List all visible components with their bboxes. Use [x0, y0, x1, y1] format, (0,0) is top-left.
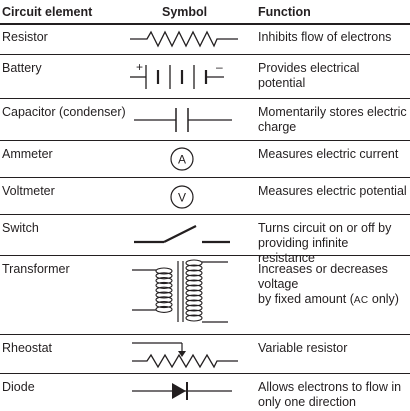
- coil-turn: [185, 309, 203, 317]
- element-function: Provides electrical potential: [258, 61, 408, 91]
- row-divider: [0, 214, 410, 215]
- coil-turn: [185, 294, 203, 302]
- function-line: Measures electric current: [258, 147, 399, 161]
- function-line: Inhibits flow of electrons: [258, 30, 392, 44]
- coil-turn: [185, 284, 203, 292]
- element-name: Switch: [2, 221, 39, 235]
- function-line: Allows electrons to flow in: [258, 380, 402, 394]
- element-name: Battery: [2, 61, 42, 75]
- function-text-tail: only): [368, 292, 399, 306]
- coil-turn: [155, 286, 173, 294]
- plus-sign: +: [136, 60, 143, 74]
- element-name: Rheostat: [2, 341, 53, 355]
- header-symbol: Symbol: [162, 5, 208, 19]
- rheostat-symbol-icon: [120, 335, 250, 373]
- coil-turn: [185, 304, 203, 312]
- resistor-symbol-icon: [120, 24, 250, 54]
- element-name: Resistor: [2, 30, 48, 44]
- ac-smallcaps: AC: [353, 295, 369, 306]
- row-divider: [0, 334, 410, 335]
- function-line: Momentarily stores electric: [258, 105, 407, 119]
- coil-turn: [185, 289, 203, 297]
- coil-turn: [155, 305, 173, 313]
- coil-turn: [185, 314, 203, 322]
- row-divider: [0, 177, 410, 178]
- table-row: Battery + – Provides electrical potentia…: [0, 55, 410, 98]
- table-row: Resistor Inhibits flow of electrons: [0, 24, 410, 54]
- coil-turn: [185, 259, 203, 267]
- ammeter-symbol-icon: A: [120, 141, 250, 177]
- function-line: providing infinite resistance: [258, 236, 349, 265]
- element-name: Diode: [2, 380, 35, 394]
- element-function: Measures electric potential: [258, 184, 408, 199]
- capacitor-symbol-icon: [120, 99, 250, 140]
- element-function: Allows electrons to flow in only one dir…: [258, 380, 408, 410]
- minus-sign: –: [216, 60, 223, 74]
- function-line: Provides electrical potential: [258, 61, 360, 90]
- element-function: Inhibits flow of electrons: [258, 30, 408, 45]
- coil-turn: [155, 267, 173, 275]
- function-line: Increases or decreases voltage: [258, 262, 388, 291]
- coil-turn: [155, 296, 173, 304]
- element-function: Variable resistor: [258, 341, 408, 356]
- function-line: Measures electric potential: [258, 184, 407, 198]
- row-divider: [0, 54, 410, 55]
- element-name: Transformer: [2, 262, 70, 276]
- switch-symbol-icon: [120, 215, 250, 255]
- coil-turn: [155, 272, 173, 280]
- transformer-symbol-icon: [120, 256, 250, 334]
- row-divider: [0, 373, 410, 374]
- coil-turn: [155, 281, 173, 289]
- function-line: only one direction: [258, 395, 356, 409]
- battery-symbol-icon: + –: [120, 55, 250, 98]
- element-name: Capacitor (condenser): [2, 105, 126, 119]
- voltmeter-letter: V: [178, 191, 186, 205]
- table-row: Voltmeter V Measures electric potential: [0, 178, 410, 214]
- coil-turn: [185, 269, 203, 277]
- coil-turn: [155, 277, 173, 285]
- function-line: Turns circuit on or off by: [258, 221, 392, 235]
- function-line: by fixed amount (AC only): [258, 292, 408, 308]
- element-function: Turns circuit on or off by providing inf…: [258, 221, 408, 266]
- row-divider: [0, 140, 410, 141]
- element-function: Increases or decreases voltage by fixed …: [258, 262, 408, 308]
- coil-turn: [155, 301, 173, 309]
- coil-turn: [185, 264, 203, 272]
- element-function: Measures electric current: [258, 147, 408, 162]
- coil-turn: [185, 274, 203, 282]
- table-header: Circuit element Symbol Function: [0, 0, 410, 24]
- header-divider: [0, 23, 410, 25]
- diode-symbol-icon: [120, 374, 250, 411]
- element-name: Voltmeter: [2, 184, 55, 198]
- table-row: Switch Turns circuit on or off by provid…: [0, 215, 410, 265]
- row-divider: [0, 255, 410, 256]
- ammeter-letter: A: [178, 153, 186, 167]
- function-line: charge: [258, 120, 297, 134]
- header-function: Function: [258, 5, 311, 19]
- function-line: Variable resistor: [258, 341, 348, 355]
- coil-turn: [185, 299, 203, 307]
- coil-turn: [155, 291, 173, 299]
- table-row: Transformer Increases or decreases volta…: [0, 256, 410, 334]
- table-row: Rheostat Variable resistor: [0, 335, 410, 373]
- table-row: Ammeter A Measures electric current: [0, 141, 410, 177]
- table-row: Capacitor (condenser) Momentarily stores…: [0, 99, 410, 140]
- element-name: Ammeter: [2, 147, 53, 161]
- element-function: Momentarily stores electric charge: [258, 105, 408, 135]
- voltmeter-symbol-icon: V: [120, 178, 250, 214]
- row-divider: [0, 98, 410, 99]
- table-row: Diode Allows electrons to flow in only o…: [0, 374, 410, 411]
- function-text: by fixed amount (: [258, 292, 354, 306]
- coil-turn: [185, 279, 203, 287]
- header-circuit-element: Circuit element: [2, 5, 93, 19]
